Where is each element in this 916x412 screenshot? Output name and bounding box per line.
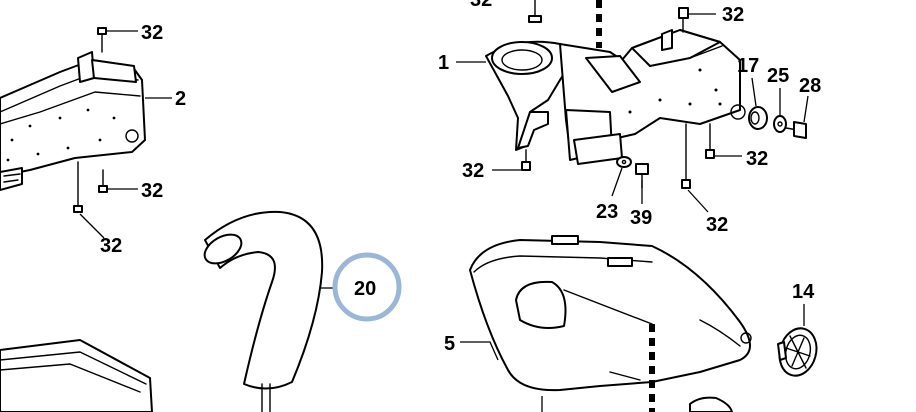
bottom-right-fragment <box>689 396 733 412</box>
knob-part-14 <box>777 327 818 377</box>
duct-part-1 <box>485 40 569 151</box>
cover-part-5 <box>469 235 752 392</box>
bolt-icon <box>521 149 531 171</box>
highlight-circle <box>332 252 402 322</box>
callout-39: 39 <box>630 207 652 229</box>
bolt-icon <box>705 123 715 159</box>
callout-32: 32 <box>100 235 122 257</box>
grommet-part-17 <box>748 106 768 130</box>
callouts: 32 2 32 32 20 32 32 1 17 25 28 32 32 23 … <box>100 0 821 355</box>
callout-25: 25 <box>767 65 789 87</box>
callout-32: 32 <box>141 180 163 202</box>
washer-part-23 <box>616 156 632 168</box>
bolt-icon <box>678 7 689 33</box>
hose-part-20 <box>203 210 324 412</box>
callout-28: 28 <box>799 75 821 97</box>
bolt-icon <box>681 123 691 189</box>
bolt-icon <box>528 0 542 23</box>
callout-32: 32 <box>470 0 492 11</box>
washer-part-25 <box>773 115 787 133</box>
bolt-icon <box>73 161 83 213</box>
callout-20: 20 <box>354 278 376 300</box>
callout-17: 17 <box>737 55 759 77</box>
callout-5: 5 <box>444 333 455 355</box>
center-console-bracket <box>559 29 746 165</box>
bolt-icon <box>98 169 108 193</box>
callout-32: 32 <box>746 148 768 170</box>
callout-2: 2 <box>175 88 186 110</box>
bolt-icon <box>97 27 107 53</box>
callout-32: 32 <box>462 160 484 182</box>
callout-32: 32 <box>141 22 163 44</box>
callout-14: 14 <box>792 281 815 303</box>
callout-32: 32 <box>722 4 744 26</box>
bottom-left-panel <box>0 339 153 412</box>
callout-32: 32 <box>706 214 728 236</box>
callout-23: 23 <box>596 201 618 223</box>
bolt-part-28 <box>785 121 807 139</box>
callout-1: 1 <box>438 52 449 74</box>
bracket-part-2 <box>0 51 146 191</box>
